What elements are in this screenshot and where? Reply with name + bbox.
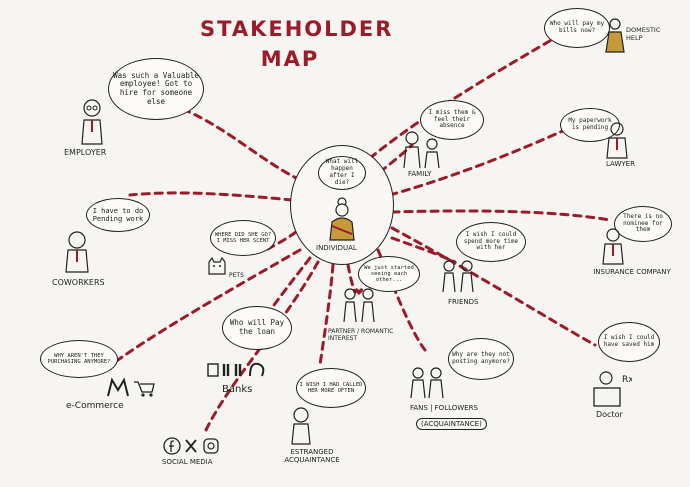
connector-estranged [318, 263, 335, 367]
connector-employer [183, 108, 302, 182]
individual-label: INDIVIDUAL [316, 244, 357, 252]
title-line-1: STAKEHOLDER [200, 17, 394, 41]
friends-speech-bubble: I wish I could spend more time with her [456, 222, 526, 262]
connector-social [203, 260, 320, 434]
coworkers-speech-bubble: I have to do Pending work [86, 198, 150, 232]
partner-figures-icon [343, 288, 375, 323]
ecommerce-quote: WHY AREN'T THEY PURCHASING ANYMORE? [47, 352, 111, 365]
connector-coworkers [128, 191, 294, 202]
family-speech-bubble: I miss them & feel their absence [420, 100, 484, 140]
pets-quote: WHERE DID SHE GO? I MISS HER SCENT [214, 231, 272, 244]
bank-logos-icon [207, 362, 265, 377]
pets-label: PETS [229, 272, 244, 279]
employer-figure-icon [81, 99, 103, 145]
fans-figures-icon [410, 367, 444, 399]
doctor-label: Doctor [596, 410, 623, 419]
ecommerce-logo-icon [107, 377, 155, 397]
banks-label: Banks [222, 384, 253, 395]
fans-quote: Why are they not posting anymore? [452, 351, 510, 365]
doctor-figure-icon: Rx [593, 371, 632, 407]
page-title: STAKEHOLDER MAP [200, 14, 394, 74]
ecommerce-speech-bubble: WHY AREN'T THEY PURCHASING ANYMORE? [40, 340, 118, 378]
connector-insurance [390, 209, 612, 222]
cat-icon [208, 256, 226, 275]
employer-label: EMPLOYER [64, 148, 107, 157]
domestic-speech-bubble: Who will pay my bills now? [544, 8, 610, 48]
insurance-speech-bubble: There is no nominee for them [614, 206, 672, 242]
ecommerce-label: e-Commerce [66, 401, 124, 411]
partner-quote: We just started seeing each other... [364, 264, 414, 284]
social-media-icons [163, 437, 219, 455]
lawyer-figure-icon [606, 122, 628, 159]
connector-friends [390, 236, 457, 264]
insurance-quote: There is no nominee for them [623, 212, 663, 234]
social-media-label: SOCIAL MEDIA [162, 458, 213, 466]
partner-speech-bubble: We just started seeing each other... [358, 256, 420, 292]
individual-thought-text: What will happen after I die? [325, 158, 359, 186]
fans-label: FANS | FOLLOWERS [410, 404, 478, 412]
friends-label: FRIENDS [448, 298, 479, 306]
connector-lawyer [388, 128, 567, 197]
connector-doctor [390, 226, 597, 347]
family-label: FAMILY [408, 170, 432, 178]
svg-text:Rx: Rx [622, 375, 632, 385]
fans-speech-bubble: Why are they not posting anymore? [448, 338, 514, 380]
fans-sublabel: (ACQUAINTANCE) [416, 418, 487, 430]
coworkers-figure-icon [65, 231, 89, 273]
domestic-label: DOMESTIC HELP [626, 26, 661, 42]
family-figures-icon [403, 131, 440, 169]
connector-ecommerce [113, 248, 302, 364]
coworkers-label: COWORKERS [52, 278, 105, 287]
lawyer-label: LAWYER [606, 160, 635, 168]
title-line-2: MAP [260, 47, 320, 71]
individual-figure-icon [329, 197, 355, 241]
coworkers-quote: I have to do Pending work [92, 206, 144, 223]
connector-partner [346, 263, 357, 294]
estranged-label: ESTRANGED ACQUAINTANCE [284, 448, 340, 464]
connector-domestic [368, 33, 562, 160]
banks-speech-bubble: Who will Pay the loan [222, 306, 292, 350]
lawyer-speech-bubble: My paperwork is pending [560, 108, 620, 142]
estranged-figure-icon [291, 407, 311, 445]
lawyer-quote: My paperwork is pending [568, 117, 612, 131]
employer-speech-bubble: Was such a Valuable employee! Got to hir… [108, 58, 204, 120]
friends-figures-icon [442, 260, 474, 293]
pets-speech-bubble: WHERE DID SHE GO? I MISS HER SCENT [210, 220, 276, 256]
domestic-quote: Who will pay my bills now? [549, 20, 605, 34]
employer-quote: Was such a Valuable employee! Got to hir… [113, 70, 199, 106]
estranged-quote: I WISH I HAD CALLED HER MORE OFTEN [299, 381, 363, 394]
friends-quote: I wish I could spend more time with her [463, 230, 519, 252]
doctor-quote: I wish I could have saved him [603, 334, 655, 348]
partner-label: PARTNER / ROMANTIC INTEREST [328, 328, 394, 342]
individual-thought-bubble: What will happen after I die? [318, 156, 366, 190]
estranged-speech-bubble: I WISH I HAD CALLED HER MORE OFTEN [296, 368, 366, 408]
family-quote: I miss them & feel their absence [428, 108, 476, 130]
domestic-help-figure-icon [605, 18, 625, 53]
doctor-speech-bubble: I wish I could have saved him [598, 322, 660, 362]
banks-quote: Who will Pay the loan [229, 318, 285, 336]
insurance-figure-icon [602, 228, 624, 265]
insurance-label: INSURANCE COMPANY [593, 268, 671, 276]
